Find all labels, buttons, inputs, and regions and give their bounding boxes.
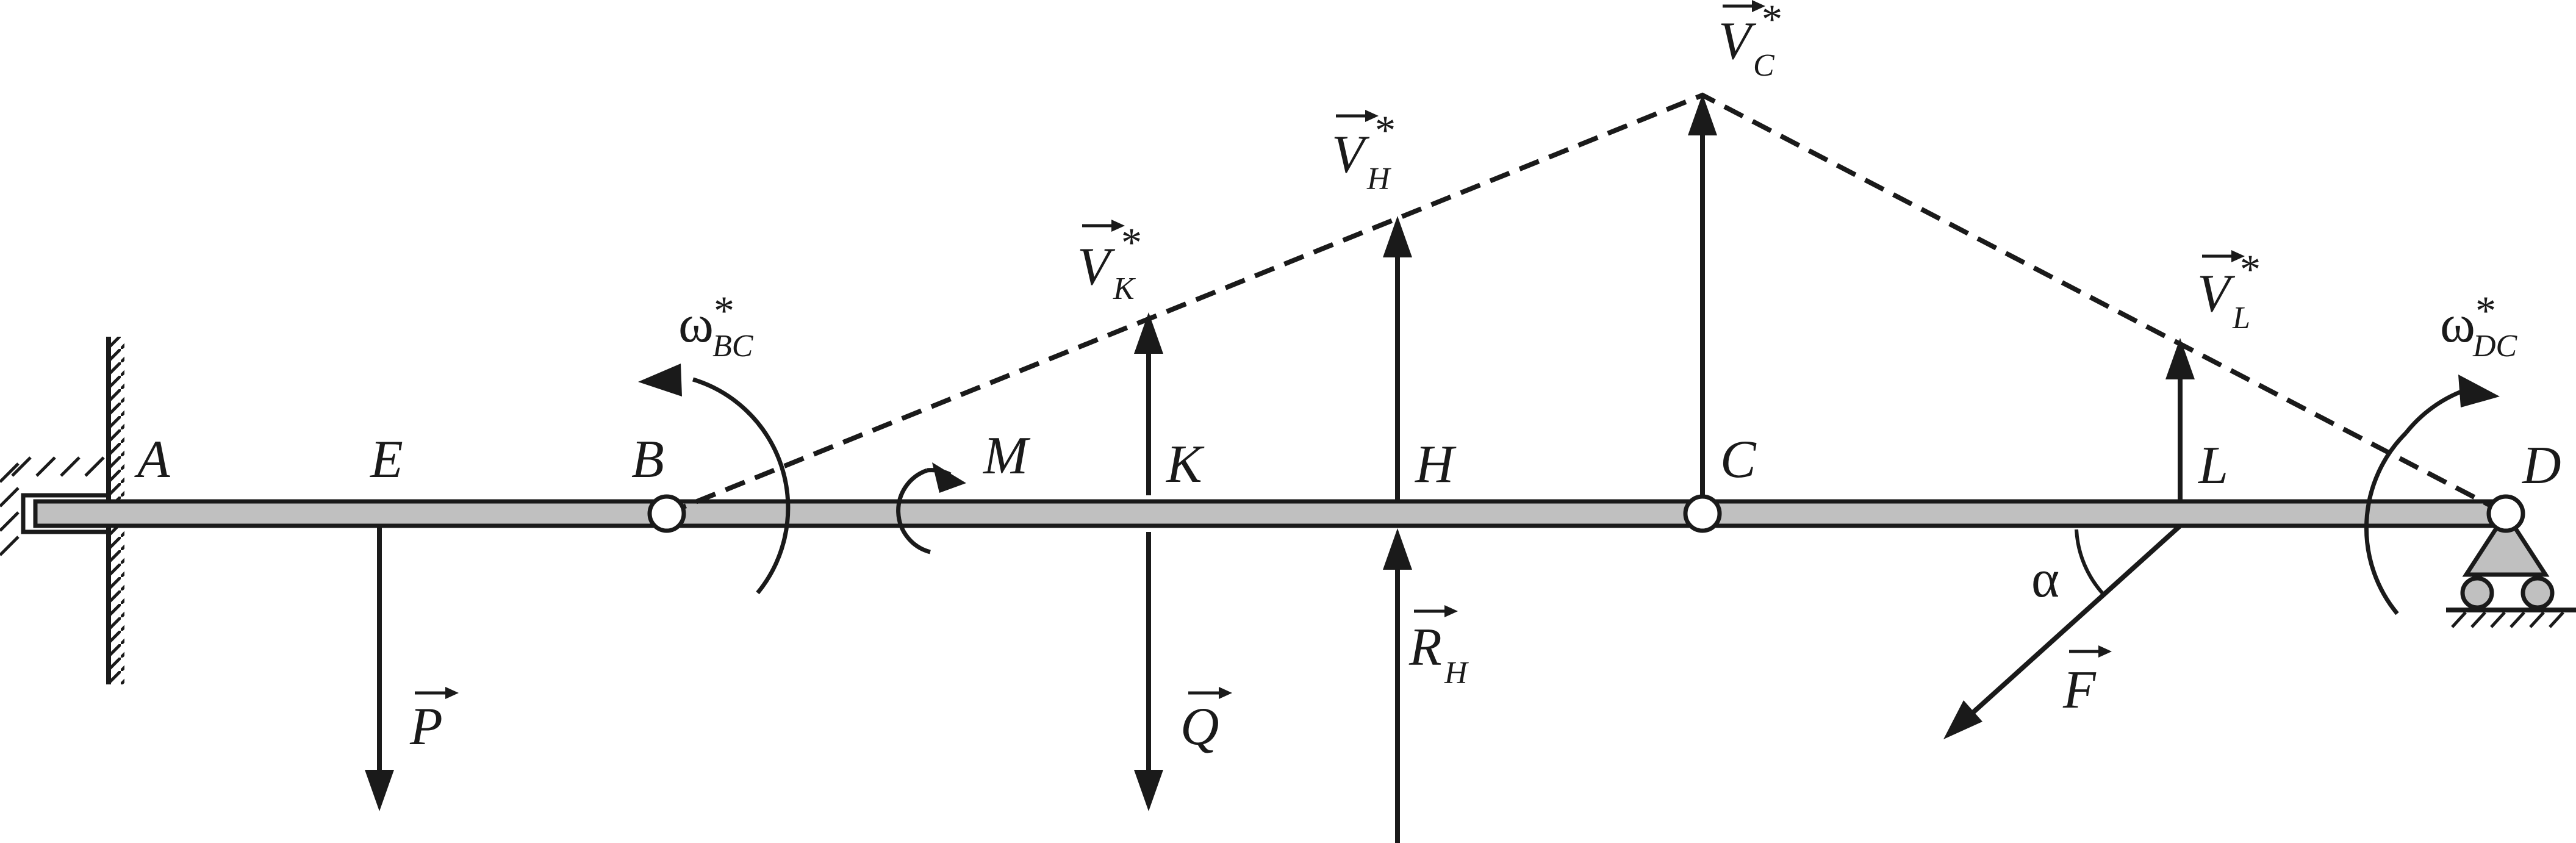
reaction-RH-arrow — [1383, 528, 1412, 843]
angular-velocity-DC-arc — [2364, 375, 2500, 615]
label-point-E: E — [369, 430, 403, 489]
angular-velocity-BC-arc — [638, 364, 791, 595]
label-point-H: H — [1415, 435, 1457, 494]
svg-text:F: F — [2062, 661, 2097, 720]
velocity-VC-arrow — [1688, 94, 1717, 497]
velocity-VK-arrow — [1134, 312, 1163, 495]
hinge-C — [1683, 494, 1722, 533]
hinge-D — [2486, 494, 2525, 533]
label-force-F: F — [2062, 645, 2112, 720]
svg-text:*: * — [2240, 246, 2261, 292]
label-force-Q: Q — [1180, 687, 1232, 756]
svg-text:BC: BC — [712, 329, 754, 364]
label-velocity-VC: V C * — [1718, 0, 1782, 83]
velocity-VL-arrow — [2165, 338, 2195, 501]
svg-text:K: K — [1113, 271, 1136, 306]
roller-support — [2446, 509, 2576, 628]
label-point-L: L — [2197, 436, 2228, 495]
svg-text:DC: DC — [2472, 329, 2518, 364]
label-velocity-VH: V H * — [1332, 107, 1396, 196]
label-point-D: D — [2522, 436, 2561, 495]
svg-text:Q: Q — [1180, 697, 1219, 756]
svg-text:H: H — [1444, 656, 1469, 691]
label-moment-M: M — [982, 426, 1031, 486]
svg-text:C: C — [1753, 48, 1775, 83]
svg-text:P: P — [409, 697, 443, 756]
force-F-arrow — [1943, 524, 2182, 739]
svg-text:*: * — [1762, 0, 1782, 42]
label-point-B: B — [631, 430, 664, 489]
beam — [33, 499, 2514, 528]
force-P-arrow — [365, 526, 394, 811]
velocity-VH-arrow — [1383, 216, 1412, 501]
svg-text:*: * — [714, 287, 734, 334]
label-velocity-VK: V K * — [1077, 219, 1142, 306]
svg-text:*: * — [2475, 287, 2496, 334]
svg-text:H: H — [1366, 162, 1391, 196]
label-omega-BC: ω * BC — [678, 287, 754, 364]
label-force-P: P — [409, 687, 459, 756]
label-velocity-VL: V L * — [2197, 246, 2261, 335]
label-point-C: C — [1720, 430, 1757, 489]
force-Q-arrow — [1134, 532, 1163, 811]
moment-M-arc — [896, 462, 966, 554]
label-reaction-RH: R H — [1408, 605, 1469, 691]
label-omega-DC: ω * DC — [2440, 287, 2518, 364]
angle-alpha-arc — [2075, 529, 2106, 597]
svg-text:R: R — [1408, 618, 1442, 677]
svg-text:L: L — [2232, 301, 2250, 335]
svg-text:V: V — [1077, 237, 1116, 296]
svg-text:V: V — [2197, 264, 2236, 323]
label-point-K: K — [1165, 435, 1205, 494]
svg-text:V: V — [1718, 12, 1757, 71]
svg-text:*: * — [1121, 219, 1142, 265]
svg-text:V: V — [1332, 125, 1370, 184]
svg-text:ω: ω — [678, 295, 714, 354]
label-angle-alpha: α — [2031, 550, 2059, 609]
hinge-B — [647, 494, 686, 533]
svg-text:ω: ω — [2440, 295, 2475, 354]
label-point-A: A — [134, 430, 171, 489]
svg-text:*: * — [1375, 107, 1396, 153]
